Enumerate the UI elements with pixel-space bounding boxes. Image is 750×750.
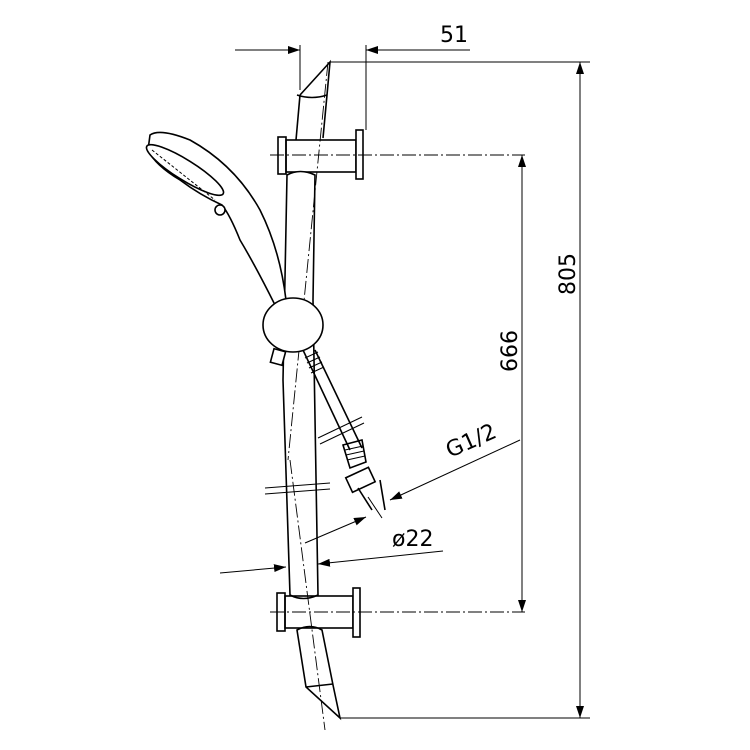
- top-wall-bracket: [270, 129, 525, 180]
- dimension-label-666: 666: [498, 330, 523, 372]
- shower-hose: [302, 349, 386, 519]
- dimension-label-51: 51: [440, 23, 468, 48]
- dimension-805: 805: [330, 61, 590, 719]
- dimension-diameter-22: ø22: [219, 516, 444, 574]
- rail-slider: [262, 297, 324, 367]
- rail-tube: [264, 61, 331, 731]
- dimension-label-diameter-22: ø22: [392, 527, 433, 552]
- dimension-label-g1-2: G1/2: [442, 419, 500, 463]
- bottom-wall-bracket: [270, 587, 525, 638]
- dimension-51: 51: [235, 23, 470, 130]
- dimension-g1-2: G1/2: [389, 419, 521, 501]
- dimension-label-805: 805: [556, 253, 581, 295]
- rail-bottom-tip: [296, 625, 342, 721]
- dimension-666: 666: [498, 155, 526, 612]
- rail-top-tip: [295, 59, 332, 141]
- hand-shower: [145, 131, 287, 307]
